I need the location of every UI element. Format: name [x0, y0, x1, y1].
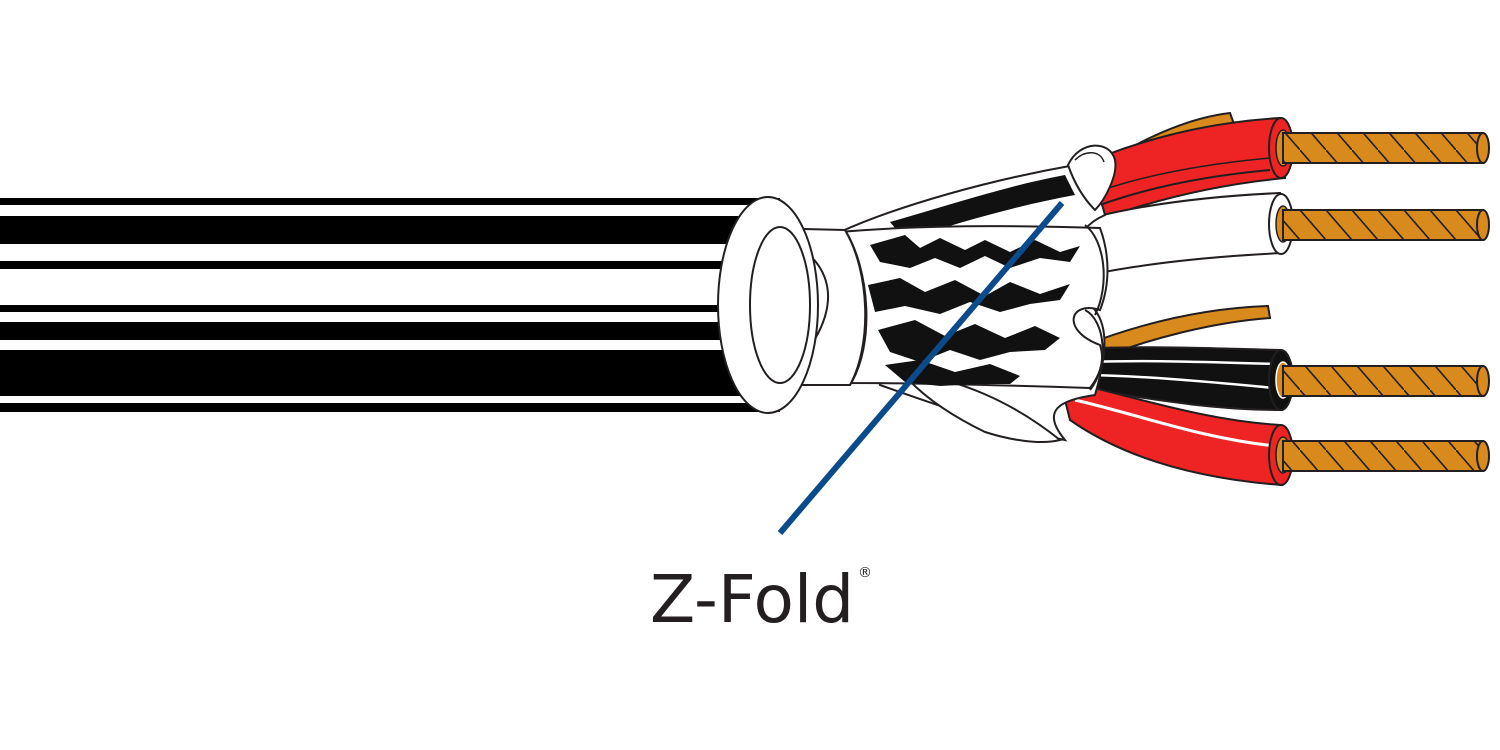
copper-conductors: [1282, 132, 1490, 472]
jacket-end-cap: [717, 196, 819, 414]
callout-label: Z-Fold: [650, 561, 854, 638]
outer-jacket: [0, 196, 780, 414]
copper-conductor-3: [1282, 365, 1484, 397]
copper-conductor-4: [1282, 440, 1484, 472]
registered-mark: ®: [858, 565, 872, 581]
copper-conductor-1: [1282, 132, 1484, 164]
callout-line: [777, 201, 1065, 535]
copper-conductor-2: [1282, 209, 1484, 241]
